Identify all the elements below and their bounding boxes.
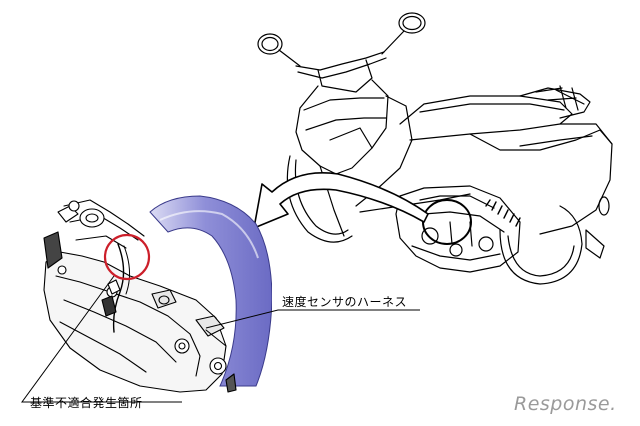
leader-lines xyxy=(21,275,420,403)
seat xyxy=(399,95,573,141)
scooter-drawing xyxy=(257,12,613,285)
speed-sensor-harness-label: 速度センサのハーネス xyxy=(282,295,408,309)
detail-callout-circle xyxy=(422,199,472,245)
detail-inset xyxy=(43,195,272,393)
speed-sensor-leader xyxy=(205,309,420,329)
speed-sensor xyxy=(151,289,177,309)
handlebar xyxy=(295,51,385,71)
defect-highlight-circle xyxy=(103,233,151,281)
harness-wire xyxy=(112,243,125,333)
rear-shock xyxy=(485,199,521,227)
bolt xyxy=(209,357,227,375)
rear-wheel xyxy=(499,205,583,285)
rear-carrier xyxy=(519,87,591,119)
response-watermark: Response. xyxy=(514,393,617,415)
non-conformity-location-label: 基準不適合発生箇所 xyxy=(30,396,143,410)
rear-tire-section xyxy=(149,195,272,387)
right-mirror xyxy=(381,12,426,55)
front-cowl xyxy=(295,79,389,175)
bolt xyxy=(57,265,67,275)
left-mirror xyxy=(257,33,301,67)
engine-block xyxy=(395,185,521,273)
defect-leader xyxy=(21,275,182,403)
bolt xyxy=(174,338,190,354)
callout-arrow xyxy=(253,172,429,229)
front-wheel xyxy=(286,155,353,243)
